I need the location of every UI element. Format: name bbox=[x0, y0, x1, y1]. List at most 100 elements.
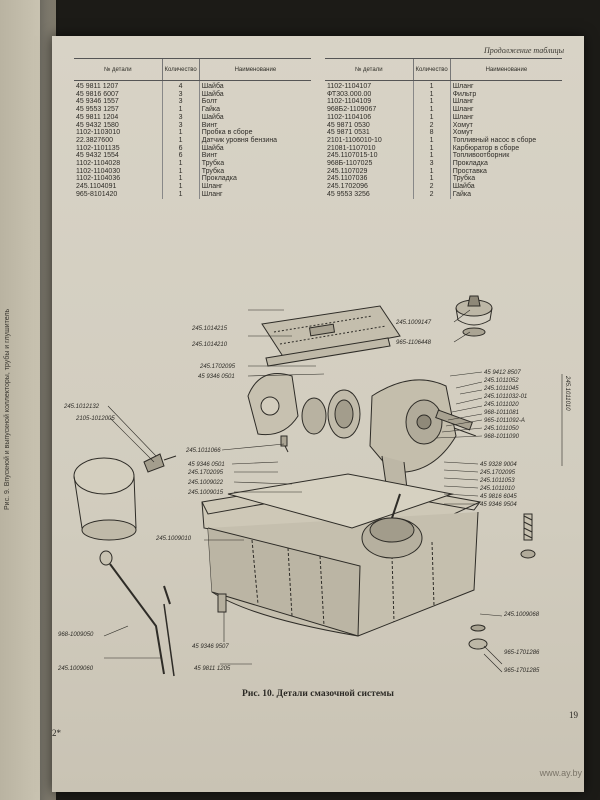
part-label: 245.1702095 bbox=[480, 470, 516, 476]
quantity-cell: 1 bbox=[412, 152, 451, 161]
part-name-cell: Хомут bbox=[449, 121, 562, 130]
quantity-cell: 2 bbox=[412, 183, 451, 191]
oil-filter-drawing bbox=[73, 453, 177, 541]
part-label: 245.1702095 bbox=[188, 470, 224, 476]
part-label: 965-1701285 bbox=[504, 668, 540, 674]
part-name-cell: Пробка в сборе bbox=[198, 129, 311, 137]
small-parts-drawing bbox=[217, 435, 536, 650]
valve-cover-drawing bbox=[261, 305, 401, 367]
part-number-cell: 1102-1101135 bbox=[76, 144, 120, 152]
quantity-cell: 1 bbox=[412, 167, 451, 176]
part-label: 45 9816 6045 bbox=[480, 494, 517, 500]
part-number-cell: 45 9871 0530 bbox=[327, 121, 370, 129]
quantity-cell: 3 bbox=[412, 160, 451, 168]
part-number-cell: ФТ303.000.00 bbox=[327, 90, 372, 98]
quantity-cell: 1 bbox=[412, 113, 451, 122]
part-number-cell: 45 9432 1554 bbox=[76, 152, 119, 160]
dipstick-drawing bbox=[99, 550, 175, 677]
part-label: 45 9346 9504 bbox=[480, 502, 517, 508]
part-number-cell: 968Б2-1109067 bbox=[327, 106, 377, 114]
part-name-cell: Винт bbox=[198, 152, 311, 161]
part-label: 45 9346 0501 bbox=[198, 374, 235, 380]
part-name-cell: Шайба bbox=[198, 80, 311, 91]
part-number-cell: 45 9553 3256 bbox=[327, 190, 370, 198]
quantity-cell: 6 bbox=[161, 144, 200, 153]
table-continuation-note: Продолжение таблицы bbox=[483, 46, 564, 55]
column-header-qty: Количество bbox=[412, 58, 451, 81]
part-label: 968-1011081 bbox=[484, 410, 519, 416]
quantity-cell: 3 bbox=[161, 90, 200, 99]
quantity-cell: 8 bbox=[412, 129, 451, 137]
quantity-cell: 4 bbox=[161, 80, 200, 91]
part-label: 45 9328 9004 bbox=[480, 462, 517, 468]
part-number-cell: 1102-1104109 bbox=[327, 98, 372, 106]
part-number-cell: 21081-1107010 bbox=[327, 144, 376, 152]
part-number-cell: 45 9432 1580 bbox=[76, 121, 119, 129]
quantity-cell: 1 bbox=[161, 175, 200, 184]
quantity-cell: 3 bbox=[161, 113, 200, 122]
quantity-cell: 1 bbox=[161, 129, 200, 137]
quantity-cell: 1 bbox=[161, 190, 200, 199]
part-label: 45 9346 0501 bbox=[188, 462, 225, 468]
part-name-cell: Гайка bbox=[198, 106, 311, 114]
part-name-cell: Трубка bbox=[449, 175, 562, 184]
column-header-qty: Количество bbox=[161, 58, 200, 81]
part-label: 245.1011010 bbox=[480, 486, 515, 492]
quantity-cell: 1 bbox=[161, 167, 200, 176]
part-name-cell: Шайба bbox=[198, 90, 311, 99]
part-number-cell: 1102-1104107 bbox=[327, 83, 372, 90]
quantity-cell: 1 bbox=[412, 106, 451, 114]
part-number-cell: 1102-1103010 bbox=[76, 129, 121, 137]
part-label: 245.1011066 bbox=[186, 448, 221, 454]
part-label: 45 9346 9507 bbox=[192, 644, 229, 650]
quantity-cell: 1 bbox=[161, 160, 200, 168]
leader-lines bbox=[103, 309, 563, 673]
quantity-cell: 1 bbox=[161, 106, 200, 114]
parts-table-left: № детали Количество Наименование 45 9811… bbox=[74, 58, 311, 199]
part-label: 245.1011052 bbox=[484, 378, 519, 384]
part-number-cell: 1102-1104036 bbox=[76, 175, 121, 183]
quantity-cell: 2 bbox=[412, 190, 451, 199]
quantity-cell: 6 bbox=[161, 152, 200, 161]
part-number-cell: 45 9553 1257 bbox=[76, 106, 119, 114]
part-label: 245.1009022 bbox=[188, 480, 224, 486]
front-cover-drawing bbox=[247, 373, 299, 436]
lubrication-system-figure: 245.1014215 245.1014210 245.1702095 45 9… bbox=[52, 266, 584, 706]
filler-cap-drawing bbox=[455, 295, 493, 337]
part-name-cell: Шланг bbox=[449, 80, 562, 91]
part-number-cell: 22.3827600 bbox=[76, 136, 113, 144]
part-label: 245.1009010 bbox=[156, 536, 192, 542]
column-header-name: Наименование bbox=[449, 58, 562, 81]
part-name-cell: Датчик уровня бензина bbox=[198, 136, 311, 145]
part-name-cell: Прокладка bbox=[449, 160, 562, 168]
part-label: 245.1009060 bbox=[58, 666, 94, 672]
parts-table-right: № детали Количество Наименование 1102-11… bbox=[325, 58, 562, 199]
part-label: 968-1011090 bbox=[484, 434, 519, 440]
part-label: 245.1011053 bbox=[480, 478, 515, 484]
parts-table: № детали Количество Наименование 45 9811… bbox=[74, 58, 564, 199]
part-name-cell: Трубка bbox=[198, 167, 311, 176]
part-label-vertical: 245.1011010 bbox=[564, 376, 570, 411]
quantity-cell: 1 bbox=[161, 136, 200, 145]
part-name-cell: Карбюратор в сборе bbox=[449, 144, 562, 153]
oil-pan-drawing bbox=[201, 473, 482, 637]
